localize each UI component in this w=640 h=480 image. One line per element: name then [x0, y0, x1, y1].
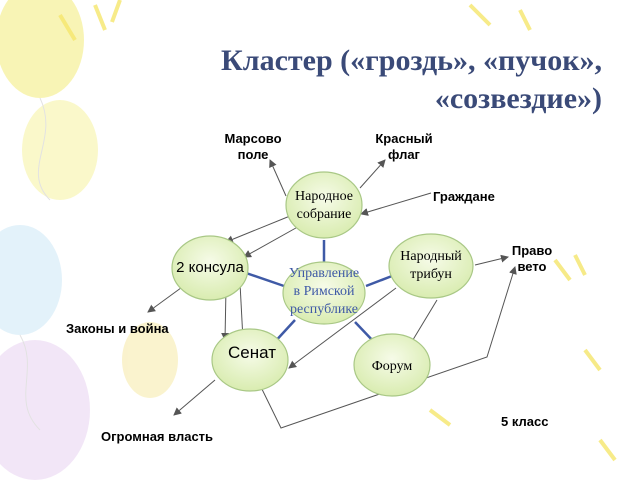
label-mars-field: Марсово поле	[213, 131, 293, 163]
node-assembly-shape	[285, 171, 363, 239]
title-line-2: «созвездие»)	[434, 82, 602, 115]
node-senate-shape	[211, 328, 289, 392]
label-mars-field-line-2: поле	[237, 147, 269, 162]
label-veto-line-2: вето	[517, 259, 547, 274]
label-veto-line-1: Право	[511, 243, 553, 258]
label-great-power: Огромная власть	[101, 429, 214, 444]
node-shapes	[171, 171, 474, 397]
node-tribune: Народный трибун	[386, 248, 476, 284]
label-red-flag: Красный флаг	[364, 131, 444, 163]
node-tribune-shape	[388, 233, 474, 299]
node-forum-shape	[353, 333, 431, 397]
page-title: Кластер («гроздь», «пучок», «созвездие»)	[170, 42, 602, 118]
label-mars-field-line-1: Марсово	[224, 131, 282, 146]
node-assembly-line-2: собрание	[296, 207, 352, 222]
label-citizens: Граждане	[433, 189, 495, 204]
node-tribune-line-1: Народный	[400, 249, 462, 264]
node-center-line-3: республике	[289, 302, 358, 317]
label-laws-war: Законы и война	[66, 321, 169, 336]
node-center-line-1: Управление	[288, 266, 360, 281]
node-senate: Сенат	[228, 343, 276, 362]
title-line-1: Кластер («гроздь», «пучок»,	[221, 44, 602, 77]
label-red-flag-line-1: Красный	[375, 131, 433, 146]
streamer-decoration	[58, 0, 617, 462]
node-center: Управление в Римской республике	[276, 265, 372, 319]
node-consuls: 2 консула	[176, 259, 244, 276]
label-grade: 5 класс	[501, 414, 549, 429]
label-veto: Право вето	[504, 243, 560, 275]
label-red-flag-line-2: флаг	[388, 147, 420, 162]
node-forum: Форум	[371, 359, 413, 374]
node-center-shape	[282, 261, 366, 325]
node-assembly-line-1: Народное	[295, 189, 353, 204]
node-tribune-line-2: трибун	[410, 267, 452, 282]
balloon-decoration	[0, 0, 178, 480]
node-center-line-2: в Римской	[293, 284, 355, 299]
node-consuls-shape	[171, 235, 249, 301]
node-assembly: Народное собрание	[280, 188, 368, 224]
